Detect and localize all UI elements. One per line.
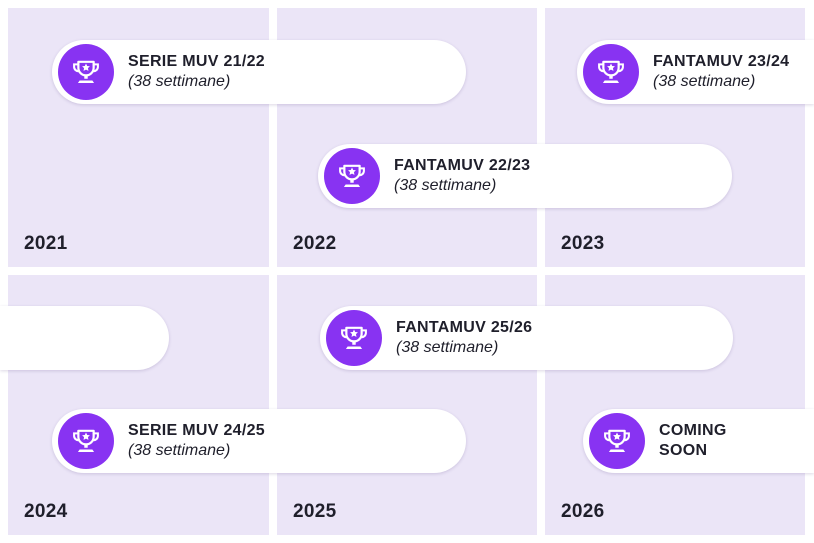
trophy-star-icon bbox=[589, 413, 645, 469]
season-duration: (38 settimane) bbox=[396, 339, 499, 356]
season-duration: (38 settimane) bbox=[128, 73, 231, 90]
season-duration: (38 settimane) bbox=[128, 442, 231, 459]
season-title: FANTAMUV 23/24 bbox=[653, 53, 790, 70]
year-label: 2021 bbox=[24, 233, 68, 254]
year-label: 2024 bbox=[24, 501, 68, 522]
year-label: 2026 bbox=[561, 501, 605, 522]
season-card-serie-muv-24-25: SERIE MUV 24/25 (38 settimane) bbox=[52, 409, 466, 473]
season-card-fantamuv-23-24: FANTAMUV 23/24 (38 settimane) bbox=[577, 40, 814, 104]
season-card-fantamuv-22-23: FANTAMUV 22/23 (38 settimane) bbox=[318, 144, 732, 208]
year-label: 2023 bbox=[561, 233, 605, 254]
year-label: 2022 bbox=[293, 233, 337, 254]
season-title: SERIE MUV 24/25 bbox=[128, 422, 265, 439]
season-title: SERIE MUV 21/22 bbox=[128, 53, 265, 70]
season-card-partial bbox=[0, 306, 169, 370]
season-title: COMING bbox=[659, 422, 727, 439]
season-duration: (38 settimane) bbox=[394, 177, 497, 194]
season-title: FANTAMUV 22/23 bbox=[394, 157, 531, 174]
season-card-fantamuv-25-26: FANTAMUV 25/26 (38 settimane) bbox=[320, 306, 733, 370]
season-title: FANTAMUV 25/26 bbox=[396, 319, 533, 336]
season-title-line2: SOON bbox=[659, 442, 708, 459]
trophy-star-icon bbox=[324, 148, 380, 204]
trophy-star-icon bbox=[326, 310, 382, 366]
season-duration: (38 settimane) bbox=[653, 73, 756, 90]
trophy-star-icon bbox=[58, 413, 114, 469]
year-label: 2025 bbox=[293, 501, 337, 522]
season-card-serie-muv-21-22: SERIE MUV 21/22 (38 settimane) bbox=[52, 40, 466, 104]
trophy-star-icon bbox=[58, 44, 114, 100]
season-card-coming-soon: COMING SOON bbox=[583, 409, 814, 473]
trophy-star-icon bbox=[583, 44, 639, 100]
